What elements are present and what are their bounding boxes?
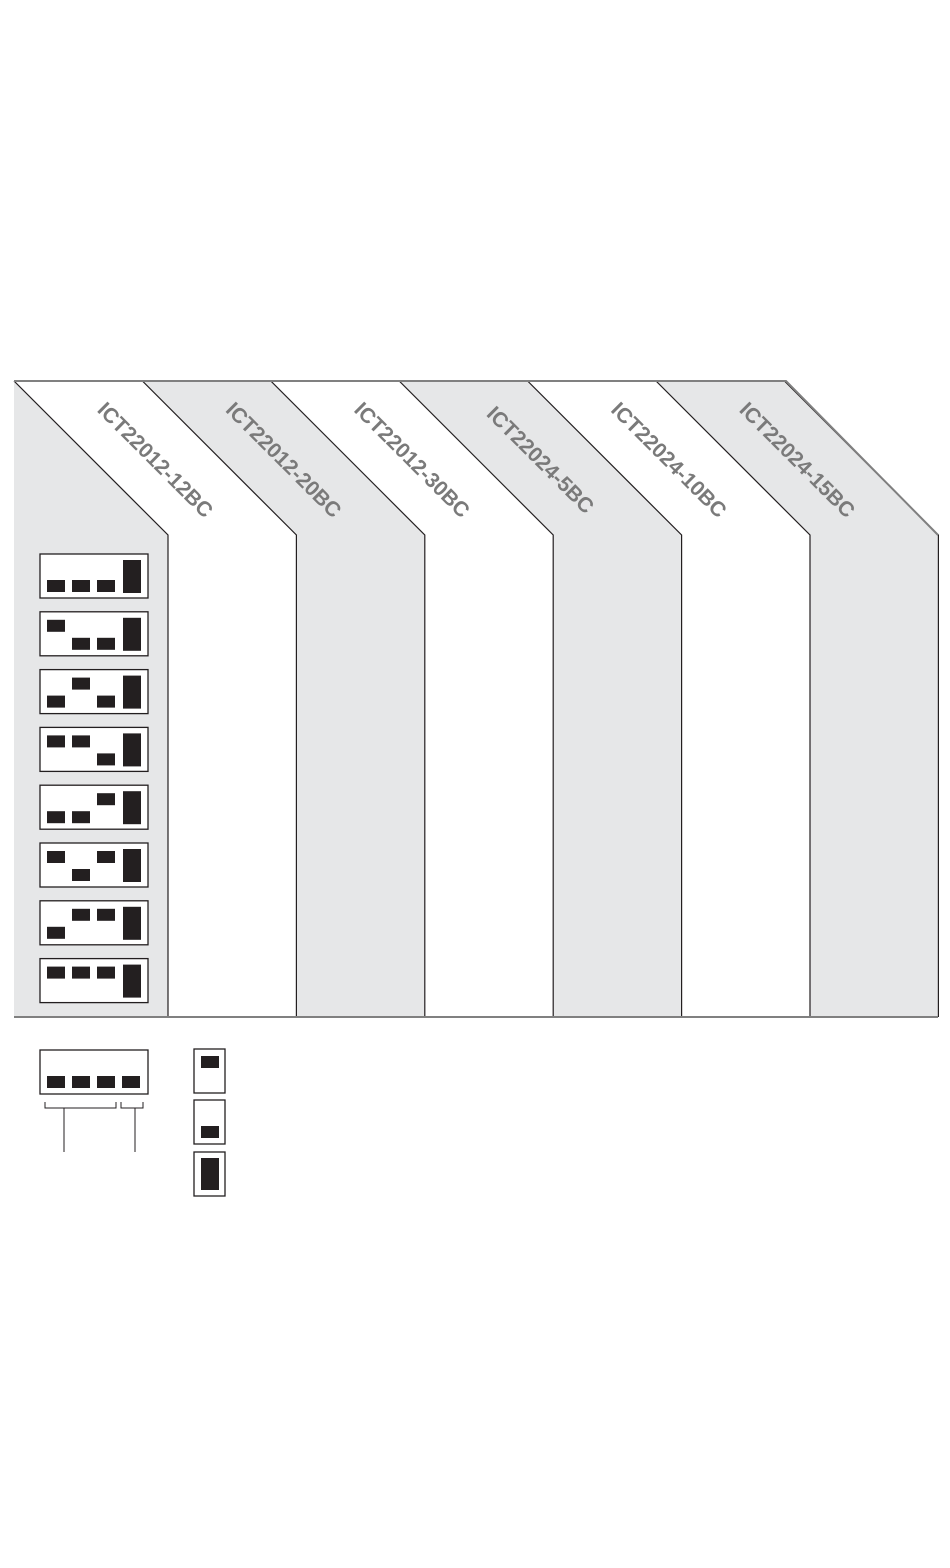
state-full-switch [201,1158,219,1190]
legend-switch-4 [122,1076,140,1088]
dip-switch-3 [97,753,115,765]
dip-row-6 [40,843,148,887]
dip-switch-2 [72,869,90,881]
state-down-switch [201,1126,219,1138]
dip-switch-4 [123,791,141,824]
dip-switch-1 [47,967,65,979]
dip-switch-2 [72,638,90,650]
dip-switch-1 [47,851,65,863]
dip-row-1 [40,554,148,598]
dip-row-3 [40,670,148,714]
dip-switch-2 [72,811,90,823]
dip-switch-2 [72,678,90,690]
dip-switch-1 [47,927,65,939]
dip-switch-1 [47,580,65,592]
dip-switch-4 [123,676,141,709]
state-up-frame [194,1049,225,1093]
dip-switch-1 [47,620,65,632]
dip-switch-2 [72,735,90,747]
dip-switch-3 [97,851,115,863]
dip-switch-2 [72,580,90,592]
bracket-switches-1-3 [45,1102,116,1108]
dip-switch-4 [123,618,141,651]
legend-switch-states [194,1049,225,1196]
dip-switch-3 [97,580,115,592]
dip-switch-1 [47,696,65,708]
legend-switch-2 [72,1076,90,1088]
dip-switch-4 [123,849,141,882]
dip-switch-4 [123,560,141,593]
dip-switch-1 [47,811,65,823]
dip-switch-4 [123,965,141,998]
dip-row-8 [40,959,148,1003]
dip-switch-3 [97,638,115,650]
bracket-switch-4 [121,1102,143,1108]
dip-switch-3 [97,696,115,708]
dip-switch-3 [97,909,115,921]
dip-switch-1 [47,735,65,747]
dip-row-7 [40,901,148,945]
legend-switch-block [40,1050,148,1152]
dip-switch-2 [72,909,90,921]
dip-row-2 [40,612,148,656]
dip-row-4 [40,727,148,771]
dip-switch-3 [97,793,115,805]
dip-switch-4 [123,733,141,766]
dip-switch-2 [72,967,90,979]
dip-switch-3 [97,967,115,979]
legend-switch-1 [47,1076,65,1088]
state-up-switch [201,1056,219,1068]
legend-switch-3 [97,1076,115,1088]
dip-switch-4 [123,907,141,940]
dip-row-5 [40,785,148,829]
